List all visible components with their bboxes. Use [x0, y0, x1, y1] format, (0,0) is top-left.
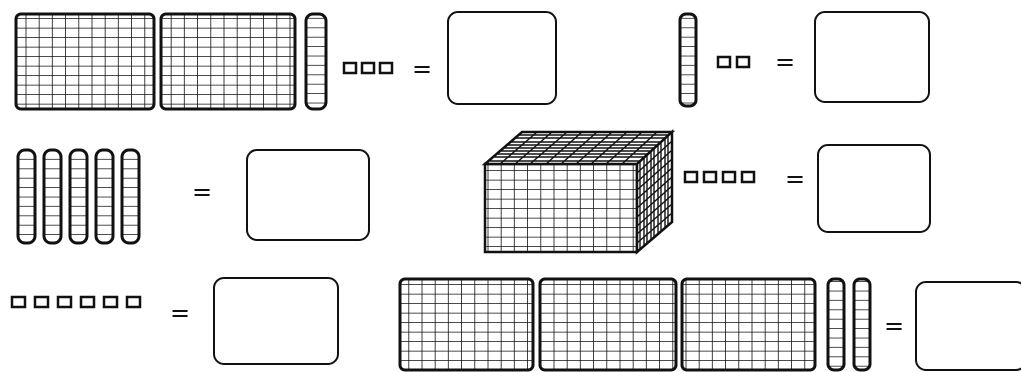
- ten-rod: [44, 150, 61, 243]
- hundred-flat: [682, 279, 815, 370]
- equals-sign: =: [170, 299, 190, 327]
- equals-sign: =: [775, 48, 795, 76]
- one-cube: [127, 297, 140, 307]
- ten-rod: [306, 14, 326, 109]
- one-cube: [35, 297, 48, 307]
- one-cube: [362, 63, 374, 73]
- problem-6: =: [400, 279, 1021, 370]
- hundred-flat: [540, 279, 676, 370]
- hundred-flat: [400, 279, 533, 370]
- one-cube: [737, 57, 749, 67]
- one-cube: [344, 63, 356, 73]
- ten-rod: [122, 150, 139, 243]
- answer-box[interactable]: [818, 145, 930, 232]
- problem-1: =: [16, 12, 556, 109]
- one-cube: [742, 172, 754, 182]
- answer-box[interactable]: [214, 278, 338, 364]
- one-cube: [380, 63, 392, 73]
- equals-sign: =: [785, 165, 805, 193]
- one-cube: [104, 297, 117, 307]
- one-cube: [704, 172, 716, 182]
- problem-2: =: [680, 12, 929, 106]
- one-cube: [58, 297, 71, 307]
- equals-sign: =: [884, 312, 904, 340]
- ten-rod: [70, 150, 87, 243]
- hundred-flat: [161, 14, 295, 109]
- answer-box[interactable]: [815, 12, 929, 102]
- one-cube: [718, 57, 730, 67]
- ten-rod: [680, 14, 696, 106]
- problem-3: =: [18, 150, 369, 243]
- one-cube: [685, 172, 697, 182]
- problem-5: =: [12, 278, 338, 364]
- ten-rod: [828, 279, 844, 370]
- ten-rod: [96, 150, 113, 243]
- problem-4: =: [485, 132, 930, 252]
- one-cube: [723, 172, 735, 182]
- answer-box[interactable]: [916, 282, 1021, 370]
- ten-rod: [18, 150, 35, 243]
- answer-box[interactable]: [247, 150, 369, 240]
- one-cube: [81, 297, 94, 307]
- ten-rod: [854, 279, 870, 370]
- equals-sign: =: [192, 178, 212, 206]
- answer-box[interactable]: [448, 12, 556, 104]
- hundred-flat: [16, 14, 154, 109]
- thousand-cube: [485, 132, 672, 252]
- equals-sign: =: [412, 55, 432, 83]
- one-cube: [12, 297, 25, 307]
